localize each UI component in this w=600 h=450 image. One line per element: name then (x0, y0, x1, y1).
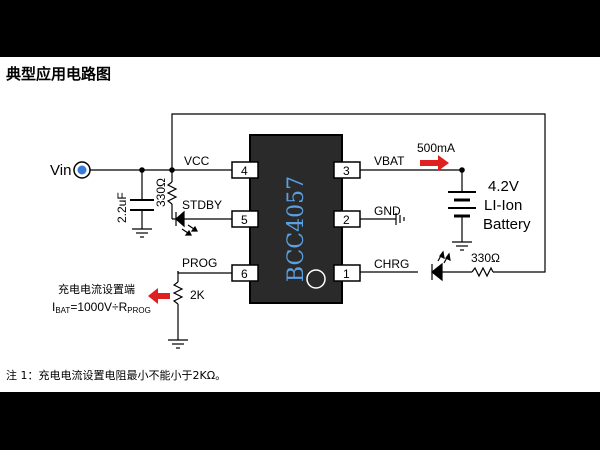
pin-label-vcc: VCC (184, 154, 210, 168)
pin-number: 6 (241, 267, 248, 281)
page-title: 典型应用电路图 (6, 65, 112, 83)
pin-number: 3 (343, 164, 350, 178)
prog-resistor-label: 2K (190, 288, 205, 302)
pin-label-stdby: STDBY (182, 198, 222, 212)
chip-pin1-marker (306, 269, 326, 289)
junction-dot (139, 167, 145, 173)
junction-dot (169, 167, 175, 173)
battery-label-line3: Battery (483, 216, 531, 233)
battery-label-line2: LI-Ion (484, 197, 522, 214)
stdby-resistor (166, 181, 178, 205)
pin-box-2 (333, 210, 361, 228)
pin-box-1 (333, 264, 361, 282)
vin-terminal-dot (77, 165, 87, 175)
pin-number: 4 (241, 164, 248, 178)
pin-box-6 (231, 264, 259, 282)
junction-dot (459, 167, 465, 173)
prog-formula: IBAT=1000V÷RPROG (52, 300, 151, 315)
footnote: 注 1：充电电流设置电阻最小不能小于2KΩ。 (6, 369, 227, 382)
pin-number: 2 (343, 213, 350, 227)
pin-label-prog: PROG (182, 256, 217, 270)
chip-body (249, 134, 343, 304)
pin-box-3 (333, 161, 361, 179)
chrg-led (431, 262, 443, 282)
chrg-resistor-label: 330Ω (471, 251, 500, 265)
stdby-led (175, 210, 185, 228)
prog-wire (177, 271, 232, 274)
stdby-resistor-label: 330Ω (154, 178, 168, 207)
battery-label-line1: 4.2V (488, 178, 519, 195)
prog-resistor (172, 281, 184, 305)
pin-number: 1 (343, 267, 350, 281)
vin-label: Vin (50, 162, 71, 179)
pin-box-4 (231, 161, 259, 179)
prog-note: 充电电流设置端 (58, 282, 135, 296)
current-label: 500mA (417, 141, 455, 155)
chrg-resistor (471, 266, 494, 278)
top-loop-wire (171, 113, 546, 273)
prog-arrow-icon (148, 288, 170, 304)
pin-number: 5 (241, 213, 248, 227)
pin-label-chrg: CHRG (374, 257, 409, 271)
chip-name: BCC4057 (284, 176, 309, 282)
pin-box-5 (231, 210, 259, 228)
cap-label: 2.2uF (115, 192, 129, 223)
pin-label-gnd: GND (374, 204, 401, 218)
diagram-frame: 典型应用电路图 (0, 57, 600, 392)
circuit-schematic: BCC4057 4 5 6 3 2 1 VCC STDBY PROG VBAT … (50, 113, 546, 349)
led-arrows (181, 224, 451, 264)
current-arrow-icon (420, 155, 449, 171)
pin-label-vbat: VBAT (374, 154, 405, 168)
